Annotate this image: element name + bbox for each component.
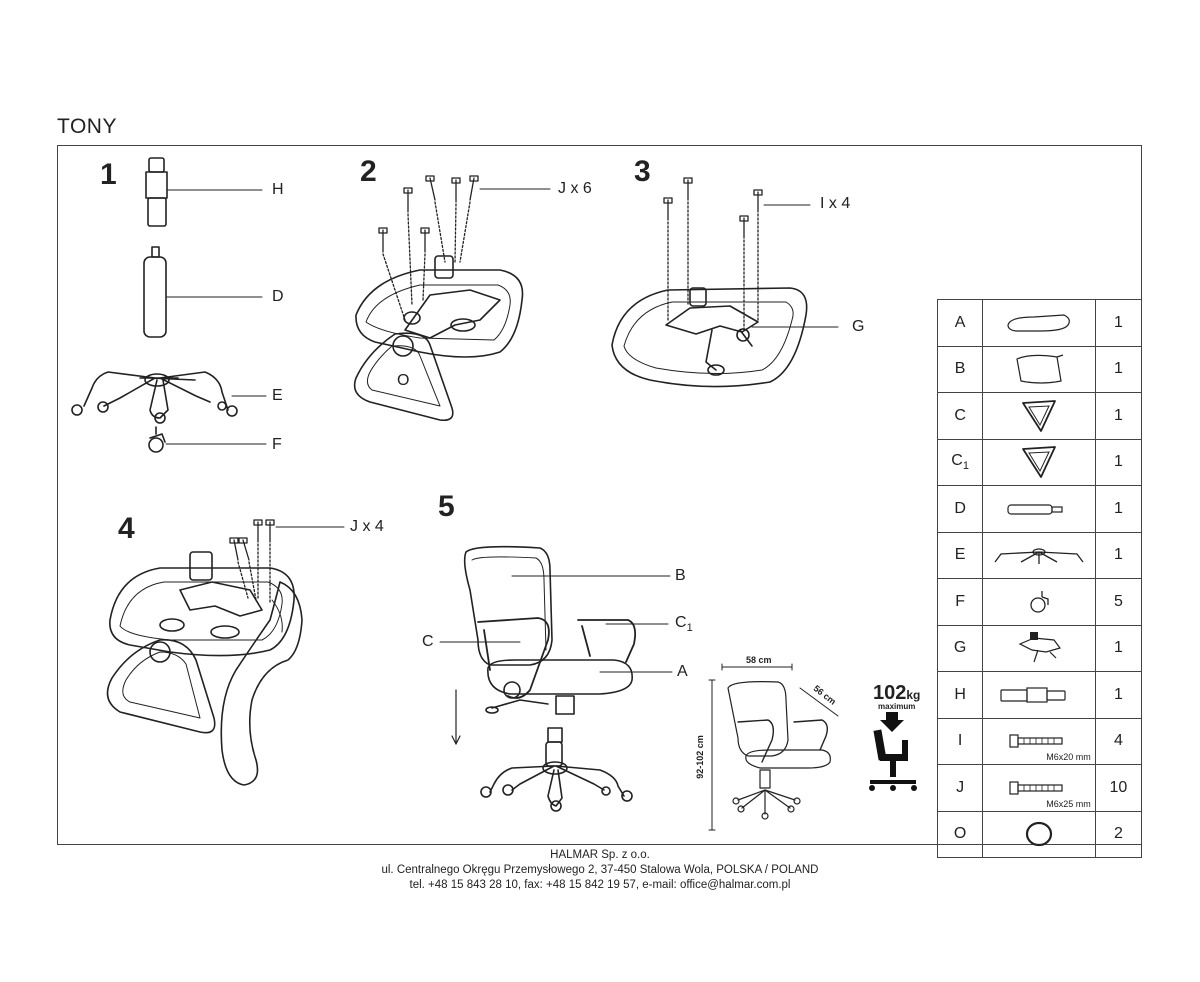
part-quantity: 1 [1094,345,1143,393]
part-quantity: 1 [1094,531,1143,579]
parts-row: C1 1 [936,438,1143,486]
part-picture [982,438,1096,486]
footer: HALMAR Sp. z o.o. ul. Centralnego Okręgu… [0,848,1200,893]
part-quantity: 4 [1094,717,1143,765]
part-quantity: 1 [1094,392,1143,440]
gas-lift-icon [983,500,1095,518]
step1-drawing [71,157,267,453]
part-picture [982,392,1096,440]
part-picture: M6x25 mm [982,764,1096,812]
label-h: H [272,181,284,198]
part-picture [982,671,1096,719]
caster-icon [983,587,1095,617]
step5-drawing [439,545,673,812]
bolt-icon [983,779,1095,797]
label-a: A [677,663,688,680]
dimension-width: 58 cm [746,655,772,665]
part-quantity: 1 [1094,299,1143,347]
part-picture [982,345,1096,393]
label-i-x4: I x 4 [820,195,851,212]
max-load-value: 102kg [873,682,921,704]
part-quantity: 5 [1094,578,1143,626]
mechanism-icon [983,630,1095,666]
label-e: E [272,387,283,404]
part-letter: C1 [936,438,984,486]
part-picture [982,810,1096,858]
part-letter: H [936,671,984,719]
part-letter: G [936,624,984,672]
star-base-icon [983,542,1095,568]
part-size-note: M6x25 mm [1046,798,1091,809]
armrest-icon [983,397,1095,435]
part-letter: I [936,717,984,765]
cover-icon [983,685,1095,705]
part-picture [982,624,1096,672]
bolt-icon [983,732,1095,750]
step2-drawing [353,175,551,422]
part-letter: J [936,764,984,812]
part-picture [982,578,1096,626]
max-load-label: maximum [878,702,916,711]
step-number-2: 2 [360,155,377,188]
label-j-x4: J x 4 [350,518,384,535]
backrest-icon [983,351,1095,387]
part-picture [982,299,1096,347]
label-f: F [272,436,282,453]
part-picture: M6x20 mm [982,717,1096,765]
step-number-3: 3 [634,155,651,188]
footer-company: HALMAR Sp. z o.o. [550,849,650,861]
part-quantity: 2 [1094,810,1143,858]
part-quantity: 1 [1094,438,1143,486]
part-letter: D [936,485,984,533]
part-letter: A [936,299,984,347]
part-size-note: M6x20 mm [1046,752,1091,762]
armrest-icon [983,443,1095,481]
part-picture [982,531,1096,579]
part-quantity: 10 [1094,764,1143,812]
part-letter: B [936,345,984,393]
label-b: B [675,567,686,584]
step-number-1: 1 [100,158,117,191]
step4-drawing [106,519,345,786]
step-number-5: 5 [438,490,455,523]
part-letter: E [936,531,984,579]
part-letter: O [936,810,984,858]
part-quantity: 1 [1094,485,1143,533]
dimension-height: 92-102 cm [694,735,705,779]
part-quantity: 1 [1094,671,1143,719]
footer-address: ul. Centralnego Okręgu Przemysłowego 2, … [381,864,819,876]
step3-drawing [611,177,839,388]
instructions-frame [57,145,1142,845]
part-letter: C [936,392,984,440]
label-g: G [852,318,865,335]
max-load-pictogram [869,712,917,791]
page-title: TONY [57,115,117,138]
part-picture [982,485,1096,533]
dimension-drawing [708,663,839,831]
label-j-x6: J x 6 [558,180,592,197]
seat-icon [983,311,1095,335]
ring-icon [983,819,1095,849]
label-o: O [397,372,410,389]
footer-contact: tel. +48 15 843 28 10, fax: +48 15 842 1… [409,879,791,891]
label-c: C [422,633,434,650]
label-c1: C1 [675,614,693,635]
part-letter: F [936,578,984,626]
step-number-4: 4 [118,512,135,545]
part-quantity: 1 [1094,624,1143,672]
label-d: D [272,288,284,305]
